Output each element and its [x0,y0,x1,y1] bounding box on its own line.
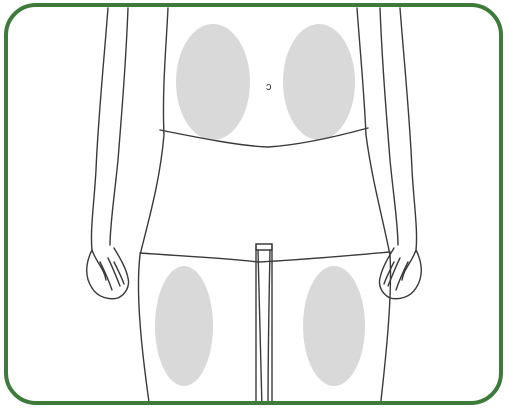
navel-mark: ɔ [266,81,272,93]
injection-zone-abdomen-left [176,24,250,140]
right-hand-finger-3 [384,262,394,284]
body-outline: ɔ [87,8,422,409]
right-arm-inner [380,8,398,245]
left-arm-inner [110,8,128,245]
frame-border [6,5,501,403]
right-hand [379,248,421,299]
left-hand-finger-1 [100,262,112,290]
left-hand [87,248,129,299]
left-hand-finger-3 [114,262,124,284]
inner-thigh-right [268,250,270,409]
injection-zone-thigh-left [155,266,213,386]
left-arm-outer [91,8,108,280]
inner-thigh-left [258,250,262,409]
right-hand-finger-1 [396,262,408,290]
right-arm-outer [400,8,417,280]
garment-bottom-edge [140,252,390,262]
injection-zone-thigh-right [303,266,365,386]
crotch-detail [256,244,272,250]
injection-zone-abdomen-right [283,24,355,140]
